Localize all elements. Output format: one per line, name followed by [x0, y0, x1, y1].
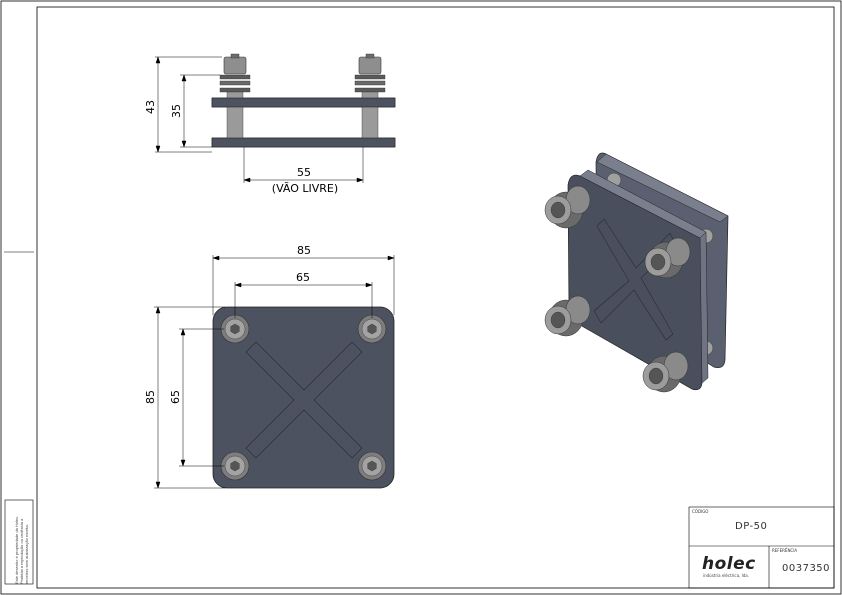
dim-35	[180, 74, 220, 148]
front-view-bolt-tr	[357, 314, 387, 344]
front-view-bolt-tl	[220, 314, 250, 344]
top-view: 43 35 55 (VÃO LIVRE)	[144, 53, 396, 195]
dim-65-vertical-label: 65	[169, 390, 182, 404]
side-note-text: Este desenho é propriedade da Holec. Pro…	[14, 515, 29, 584]
iso-bolt-tl	[544, 185, 591, 229]
isometric-view	[544, 152, 729, 393]
referencia-value: 0037350	[782, 563, 831, 574]
iso-bolt-br	[642, 351, 689, 393]
holec-logo: holec	[702, 554, 756, 574]
dim-85-horizontal-label: 85	[297, 244, 311, 257]
title-block	[688, 506, 835, 589]
front-view: 85 65 85 65	[144, 244, 395, 489]
dim-85-vertical	[154, 306, 225, 489]
front-view-plate	[212, 306, 395, 489]
codigo-value: DP-50	[735, 521, 768, 532]
dim-55-note: (VÃO LIVRE)	[272, 182, 338, 195]
referencia-label: REFERÊNCIA	[772, 548, 798, 553]
holec-logo-subtext: indústria eléctrica, lda.	[703, 573, 749, 578]
dim-65-horizontal-label: 65	[296, 271, 310, 284]
side-note-box	[4, 499, 34, 585]
iso-front-plate	[567, 169, 709, 391]
iso-bolt-tr	[644, 237, 691, 279]
dim-35-label: 35	[170, 104, 183, 118]
dim-43	[155, 56, 222, 153]
codigo-label: CÓDIGO	[692, 509, 709, 514]
dim-55-label: 55	[297, 166, 311, 179]
iso-bolt-bl	[544, 295, 591, 337]
dim-65-vertical	[179, 328, 224, 467]
dim-85-horizontal	[212, 255, 395, 315]
dim-43-label: 43	[144, 100, 157, 114]
dim-85-vertical-label: 85	[144, 390, 157, 404]
dim-65-horizontal	[234, 282, 373, 318]
front-view-bolt-bl	[220, 451, 250, 481]
sheet-inner-border	[36, 6, 835, 589]
front-view-bolt-br	[357, 451, 387, 481]
iso-x-mark	[593, 218, 677, 341]
front-view-x-mark	[245, 341, 363, 459]
dim-55	[243, 147, 364, 183]
